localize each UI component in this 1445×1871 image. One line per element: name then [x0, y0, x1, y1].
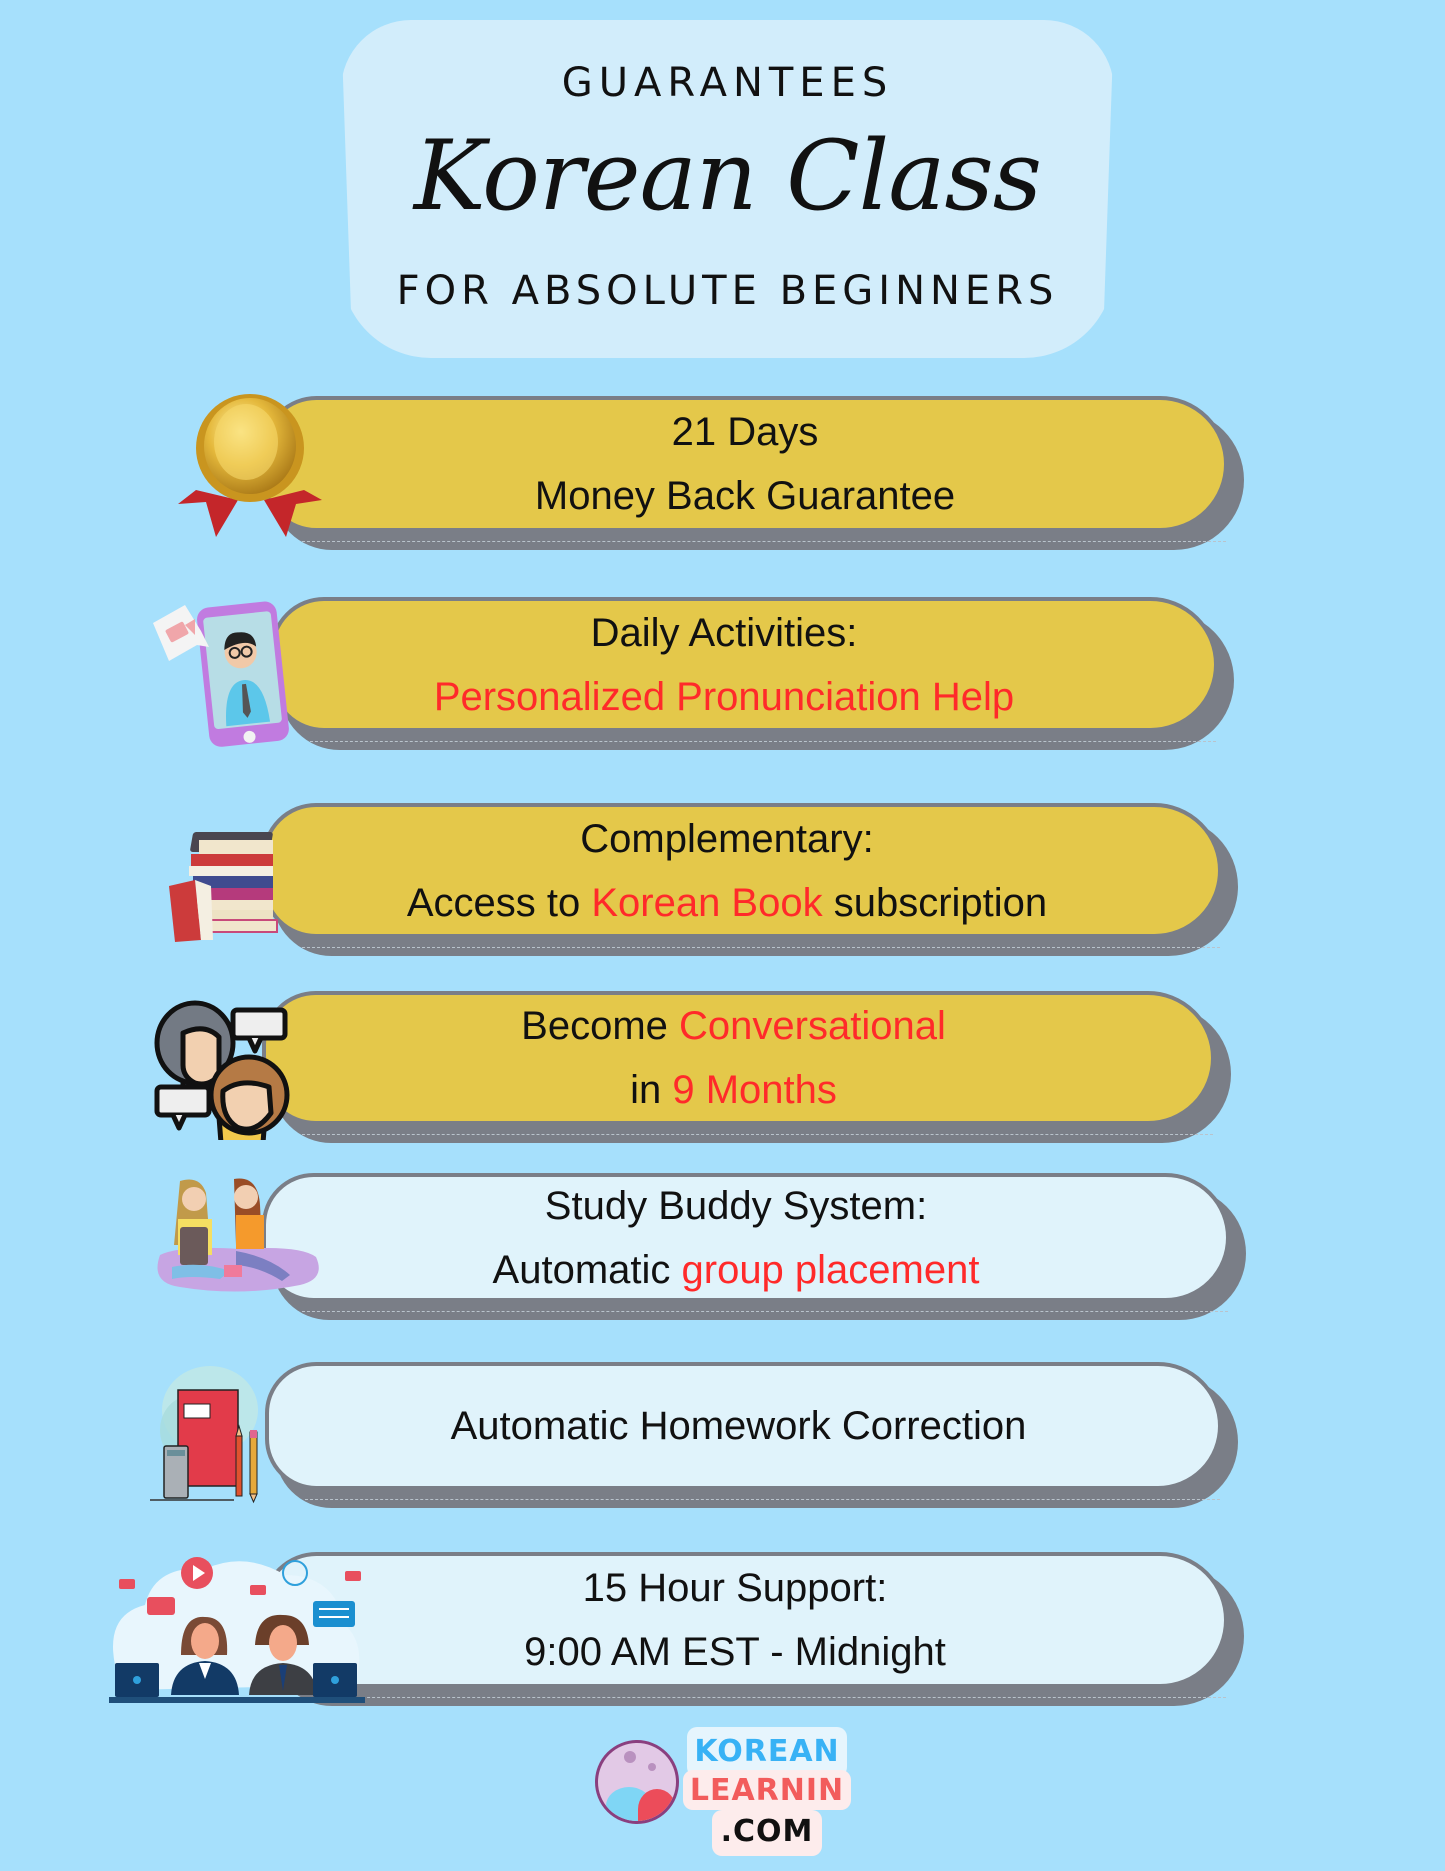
guarantee-support-hours: 15 Hour Support: 9:00 AM EST - Midnight	[262, 1552, 1244, 1706]
banner-line-1: Become Conversational	[521, 1004, 946, 1048]
header: GUARANTEES Korean Class FOR ABSOLUTE BEG…	[341, 20, 1114, 358]
guarantee-pronunciation-help: Daily Activities: Personalized Pronuncia…	[270, 597, 1234, 750]
banner-plate	[262, 803, 1222, 938]
banner-line-1: Daily Activities:	[590, 610, 858, 655]
banner-text: 15 Hour Support: 9:00 AM EST - Midnight	[242, 1552, 1228, 1688]
header-kicker: GUARANTEES	[561, 60, 894, 106]
banner-plate	[262, 396, 1228, 532]
header-subtitle: FOR ABSOLUTE BEGINNERS	[396, 268, 1059, 314]
banner-line-2: Personalized Pronunciation Help	[433, 674, 1015, 719]
banner-plate	[270, 597, 1218, 732]
logo-text-learnin: LEARNIN	[683, 1770, 851, 1810]
page-title: Korean Class	[413, 120, 1042, 232]
banner-plate	[265, 1362, 1222, 1490]
study-buddies-icon	[157, 1178, 319, 1292]
banner-text: Complementary: Access to Korean Book sub…	[232, 803, 1222, 938]
guarantee-conversational: Become Conversational in 9 Months	[262, 991, 1231, 1143]
banner-line-1: 21 Days	[671, 410, 819, 454]
banner-text: Become Conversational in 9 Months	[252, 991, 1215, 1125]
highlight-text: 9 Months	[672, 1068, 837, 1112]
guarantee-homework-correction: Automatic Homework Correction	[265, 1362, 1238, 1508]
highlight-text: Conversational	[679, 1004, 946, 1048]
banner-line-1: Complementary:	[580, 816, 874, 861]
logo-text-korean: KOREAN	[687, 1727, 847, 1777]
homework-notebook-icon	[150, 1366, 258, 1504]
banner-text: 21 Days Money Back Guarantee	[262, 396, 1228, 532]
banner-line-2: Automatic group placement	[492, 1247, 980, 1292]
guarantee-study-buddy: Study Buddy System: Automatic group plac…	[262, 1173, 1246, 1320]
highlight-text: group placement	[681, 1247, 980, 1292]
banner-line-1: Automatic Homework Correction	[450, 1404, 1027, 1448]
banner-line-1: 15 Hour Support:	[582, 1566, 888, 1610]
gold-medal-icon	[178, 394, 322, 537]
banner-line-2: in 9 Months	[630, 1068, 837, 1112]
banner-line-2: 9:00 AM EST - Midnight	[524, 1630, 946, 1674]
book-stack-icon	[169, 832, 278, 942]
banner-plate	[262, 991, 1215, 1125]
logo-text-com: .COM	[712, 1810, 822, 1856]
highlight-text: Korean Book	[591, 880, 823, 925]
banner-text: Study Buddy System: Automatic group plac…	[242, 1173, 1230, 1302]
guarantee-money-back: 21 Days Money Back Guarantee	[262, 396, 1244, 550]
phone-video-call-icon	[153, 601, 289, 747]
banner-plate	[262, 1552, 1228, 1688]
banner-plate	[262, 1173, 1230, 1302]
banner-line-1: Study Buddy System:	[544, 1183, 928, 1228]
guarantee-book-subscription: Complementary: Access to Korean Book sub…	[262, 803, 1238, 956]
customer-support-icon	[109, 1557, 365, 1703]
banner-text: Automatic Homework Correction	[255, 1362, 1222, 1490]
conversation-people-icon	[154, 1000, 290, 1140]
banner-text: Daily Activities: Personalized Pronuncia…	[230, 597, 1218, 732]
logo-moon-icon	[595, 1740, 679, 1824]
banner-line-2: Access to Korean Book subscription	[406, 880, 1048, 925]
banner-line-2: Money Back Guarantee	[534, 474, 956, 518]
header-card	[341, 20, 1114, 358]
